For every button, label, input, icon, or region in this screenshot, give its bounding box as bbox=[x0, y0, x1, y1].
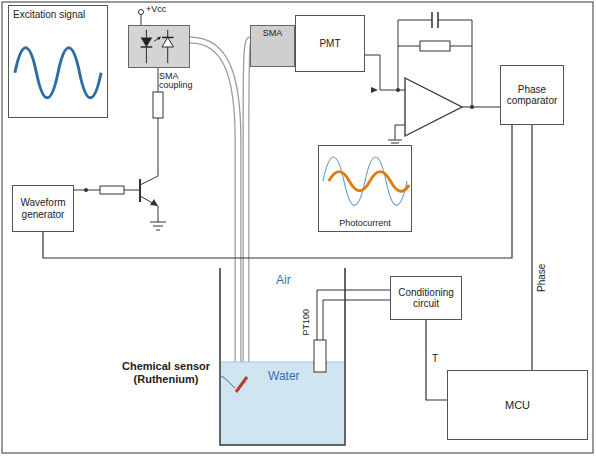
signal-box: Excitation signal bbox=[8, 5, 108, 118]
region-label: Water bbox=[268, 370, 300, 384]
led-photodiode-symbol bbox=[129, 26, 189, 67]
signal-wire bbox=[426, 320, 447, 400]
edge-label: T bbox=[431, 353, 439, 365]
edge-label: Phase bbox=[536, 262, 548, 292]
process-box: Phase comparator bbox=[500, 65, 564, 125]
node-title: SMA bbox=[263, 28, 283, 38]
node-title: Excitation signal bbox=[13, 9, 85, 21]
signal-box: Photocurrent bbox=[318, 145, 412, 232]
node-title: Waveform generator bbox=[16, 197, 70, 220]
node-title: PMT bbox=[319, 38, 340, 50]
pmt-box: PMT bbox=[295, 15, 365, 72]
node-title: Conditioning circuit bbox=[394, 287, 458, 310]
signal-wire bbox=[43, 125, 512, 258]
process-box: Waveform generator bbox=[12, 185, 74, 232]
signal-wire bbox=[531, 125, 532, 370]
process-box: MCU bbox=[447, 370, 588, 440]
sine-wave bbox=[9, 6, 107, 117]
supply-label: +Vcc bbox=[146, 4, 166, 14]
node-title: MCU bbox=[505, 399, 530, 412]
node-title: SMA coupling bbox=[159, 72, 205, 91]
node-title: Photocurrent bbox=[339, 218, 391, 228]
probe-label: PT100 bbox=[301, 309, 311, 336]
process-box: Conditioning circuit bbox=[390, 276, 462, 320]
node-title: Phase comparator bbox=[504, 84, 560, 107]
region-label: Air bbox=[276, 274, 291, 288]
sma-connector: SMA bbox=[250, 25, 295, 67]
led-coupler-box: SMA coupling bbox=[128, 25, 190, 68]
sensor-label: Chemical sensor (Ruthenium) bbox=[112, 360, 220, 385]
